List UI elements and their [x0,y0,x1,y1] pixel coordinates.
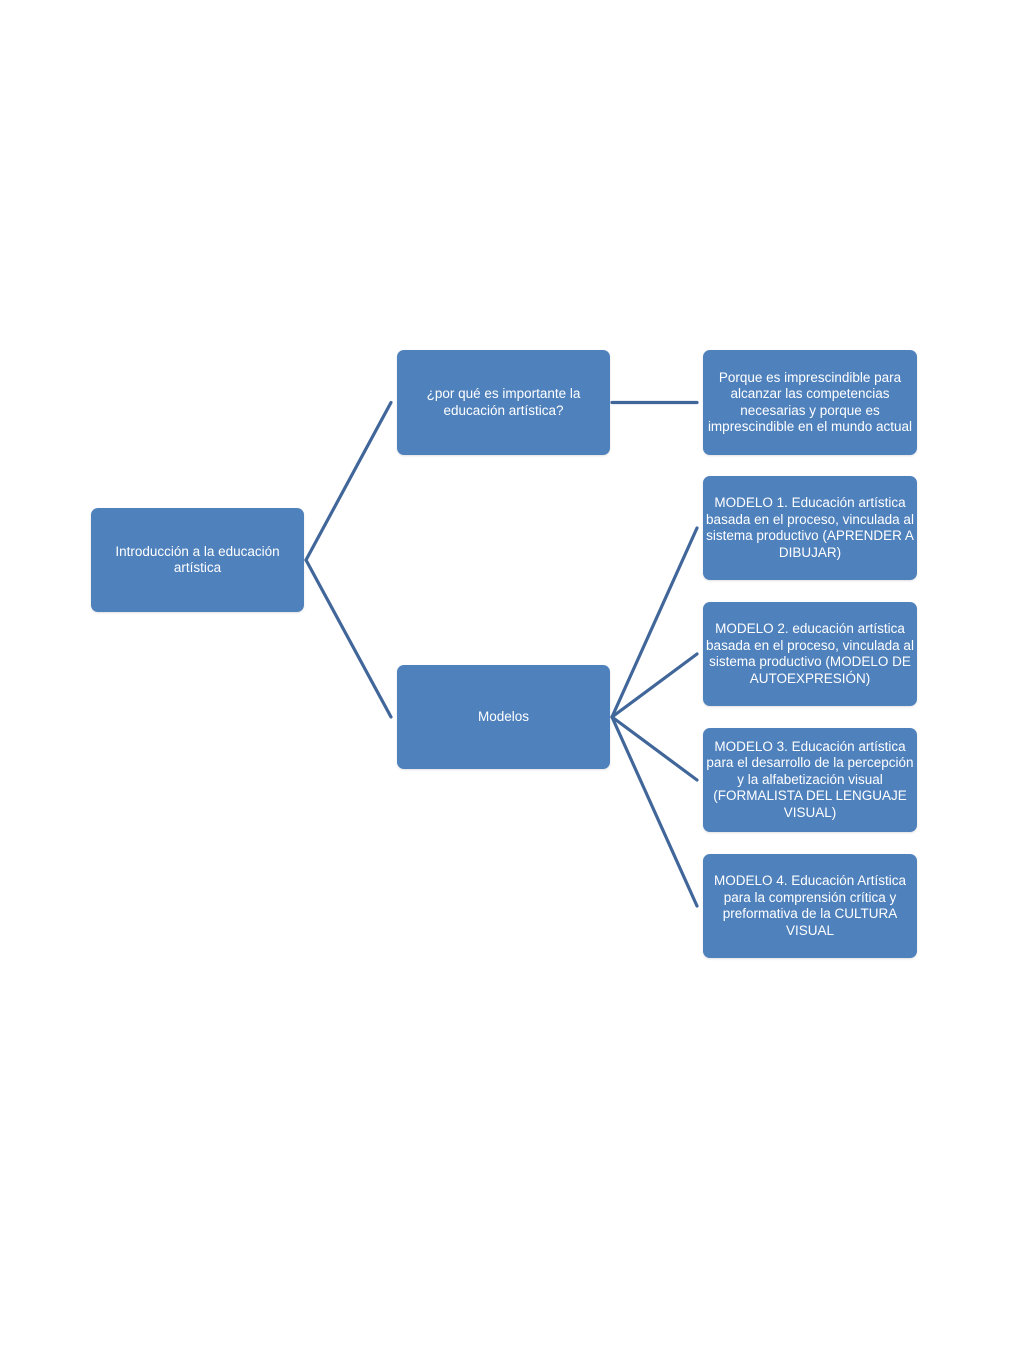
node-model-2: MODELO 2. educación artística basada en … [703,602,917,706]
node-model-3: MODELO 3. Educación artística para el de… [703,728,917,832]
node-model-3-label: MODELO 3. Educación artística para el de… [706,738,914,820]
connector-models-model3 [610,715,699,782]
node-models-label: Modelos [477,708,530,724]
node-answer-label: Porque es imprescindible para alcanzar l… [707,369,913,435]
node-model-2-label: MODELO 2. educación artística basada en … [706,621,914,686]
connector-root-models [304,558,393,719]
node-why-important: ¿por qué es importante la educación artí… [397,350,610,455]
node-models: Modelos [397,665,610,769]
node-model-4: MODELO 4. Educación Artística para la co… [703,854,917,958]
node-why-important-label: ¿por qué es importante la educación artí… [426,386,581,418]
node-model-1: MODELO 1. Educación artística basada en … [703,476,917,580]
node-intro-art-education: Introducción a la educación artística [91,508,304,612]
node-model-4-label: MODELO 4. Educación Artística para la co… [713,873,907,938]
connector-root-question [304,400,393,562]
node-answer: Porque es imprescindible para alcanzar l… [703,350,917,455]
node-model-1-label: MODELO 1. Educación artística basada en … [706,495,914,560]
node-intro-art-education-label: Introducción a la educación artística [115,543,280,576]
connector-models-model1 [610,526,699,719]
connector-models-model2 [610,652,699,719]
connector-models-model4 [610,715,699,908]
